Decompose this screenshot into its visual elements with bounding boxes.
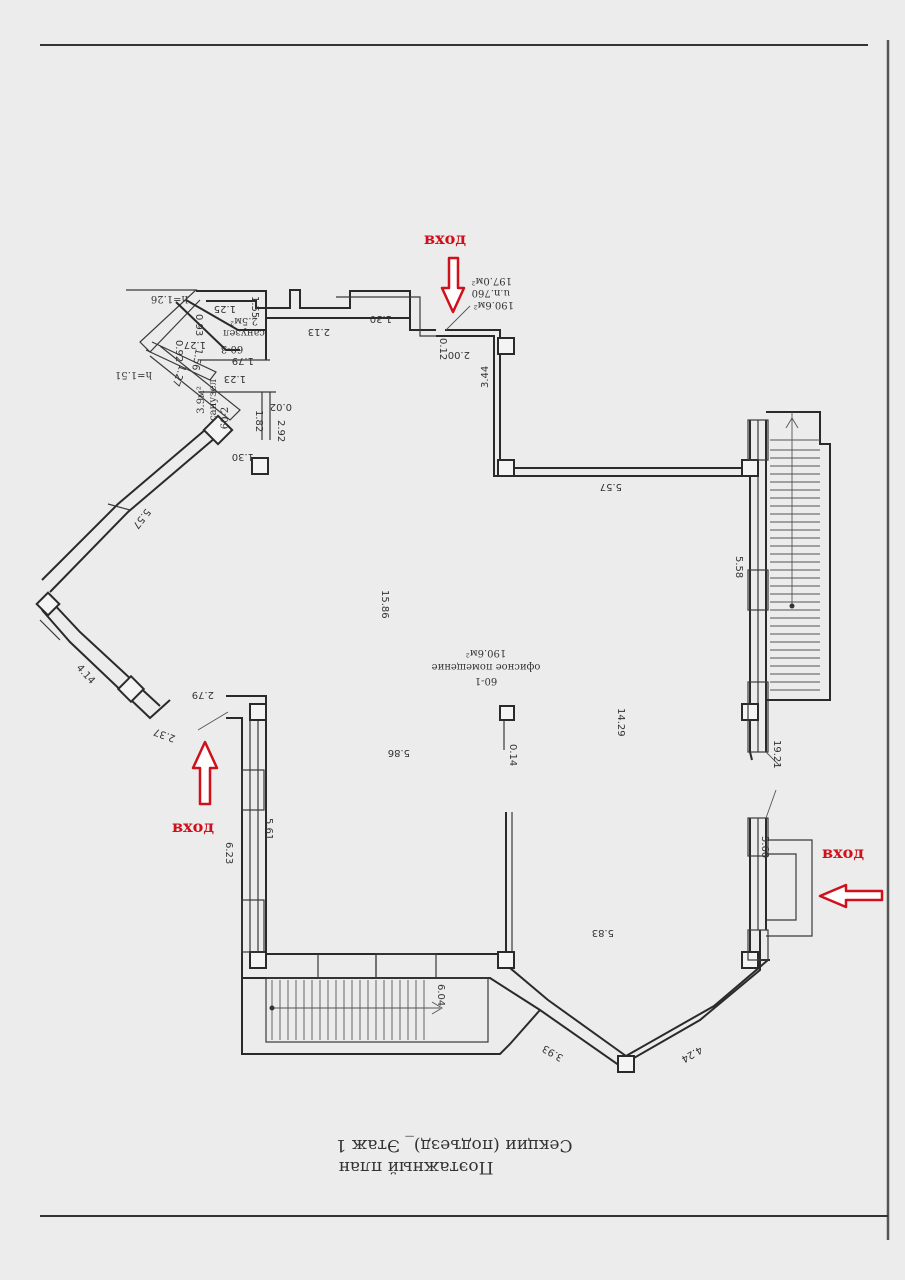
dim-4-24: 4.24 xyxy=(679,1043,704,1064)
entrance-top: вход xyxy=(424,229,466,314)
height-1: h=1.26 xyxy=(151,293,188,304)
plan-title: Поэтажный план Секции (подъезд)_ Этаж 1 xyxy=(336,1135,573,1177)
dim-0-14: 0.14 xyxy=(507,744,518,766)
entrance-left: вход xyxy=(172,740,219,836)
door-swings xyxy=(197,305,781,819)
room-3-id: 60-3 xyxy=(221,343,243,354)
dim-5-57-diag: 5.57 xyxy=(130,506,152,530)
dim-5-57-top: 5.57 xyxy=(600,481,622,492)
dim-0-92: 0.92 xyxy=(173,340,184,362)
room-labels: 60-1 офисное помещение 190.6м² 60-2 сану… xyxy=(115,275,540,686)
columns xyxy=(35,337,759,1073)
room-2-area: 3.9м² xyxy=(196,386,207,414)
height-2: h=1.51 xyxy=(115,369,152,380)
dim-6-23: 6.23 xyxy=(223,842,234,864)
dim-1-55: 1.55 xyxy=(249,296,260,318)
dim-6-04: 6.04 xyxy=(435,984,446,1006)
walls xyxy=(39,289,770,1068)
entrance-label-right: вход xyxy=(822,843,864,862)
dim-0-02: 0.02 xyxy=(270,401,292,412)
entrance-arrow-left-icon xyxy=(818,883,884,909)
dim-5-60: 5.60 xyxy=(759,836,770,858)
dim-1-30-mid: 1.30 xyxy=(232,451,254,462)
dim-5-61: 5.61 xyxy=(263,818,274,840)
dim-0-93: 0.93 xyxy=(193,314,204,336)
room-2-id: 60-2 xyxy=(220,407,231,429)
summary-total: 197.0м² xyxy=(472,275,512,286)
title-line-1: Поэтажный план xyxy=(339,1157,494,1177)
dim-2-37: 2.37 xyxy=(152,726,177,744)
dim-3-93: 3.93 xyxy=(541,1042,566,1063)
room-3-name: санузел xyxy=(223,327,265,338)
main-room-name: офисное помещение xyxy=(432,661,541,672)
entrance-label-top: вход xyxy=(424,229,466,248)
main-room-id: 60-1 xyxy=(475,675,497,686)
main-room-area: 190.6м² xyxy=(466,647,506,658)
entrance-arrow-down-icon xyxy=(440,256,466,314)
dim-3-44: 3.44 xyxy=(480,366,491,388)
dim-1-25: 1.25 xyxy=(214,303,236,314)
dim-1-23: 1.23 xyxy=(224,373,246,384)
dim-15-86: 15.86 xyxy=(379,590,390,619)
title-line-2: Секции (подъезд)_ Этаж 1 xyxy=(336,1135,573,1155)
dim-2-13: 2.13 xyxy=(308,326,330,337)
dim-2-00: 2.00 xyxy=(448,349,470,360)
dim-1-27a: 1.27 xyxy=(184,339,206,350)
dim-5-86: 5.86 xyxy=(388,747,410,758)
entrance-arrow-up-icon xyxy=(191,740,219,806)
room-2-name: санузел xyxy=(208,379,219,421)
dim-2-92: 2.92 xyxy=(275,420,286,442)
bottom-staircase xyxy=(241,977,541,1055)
dim-19-21: 19.21 xyxy=(771,740,782,769)
dim-5-83: 5.83 xyxy=(592,927,614,938)
summary-area: 190.6м² xyxy=(474,299,514,310)
summary-code: u.n.760 xyxy=(472,287,510,298)
dim-1-30-top: 1.30 xyxy=(370,313,392,324)
dim-5-58: 5.58 xyxy=(733,556,744,578)
dim-2-79: 2.79 xyxy=(192,689,214,700)
right-entrance-porch xyxy=(766,839,813,937)
dim-14-29: 14.29 xyxy=(615,708,626,737)
dim-1-56: 1.56 xyxy=(189,347,204,371)
dim-0-12: 0.12 xyxy=(437,338,448,360)
dim-1-82: 1.82 xyxy=(253,410,264,432)
room-3-area: 2.5м² xyxy=(230,315,258,326)
dim-1-79: 1.79 xyxy=(232,355,254,366)
entrance-label-left: вход xyxy=(172,817,214,836)
dimension-labels: 5.57 3.44 2.00 0.12 1.30 2.13 1.55 1.25 … xyxy=(74,296,782,1064)
dim-4-14: 4.14 xyxy=(74,663,97,687)
entrance-right: вход xyxy=(818,843,884,909)
right-staircase xyxy=(766,411,831,701)
